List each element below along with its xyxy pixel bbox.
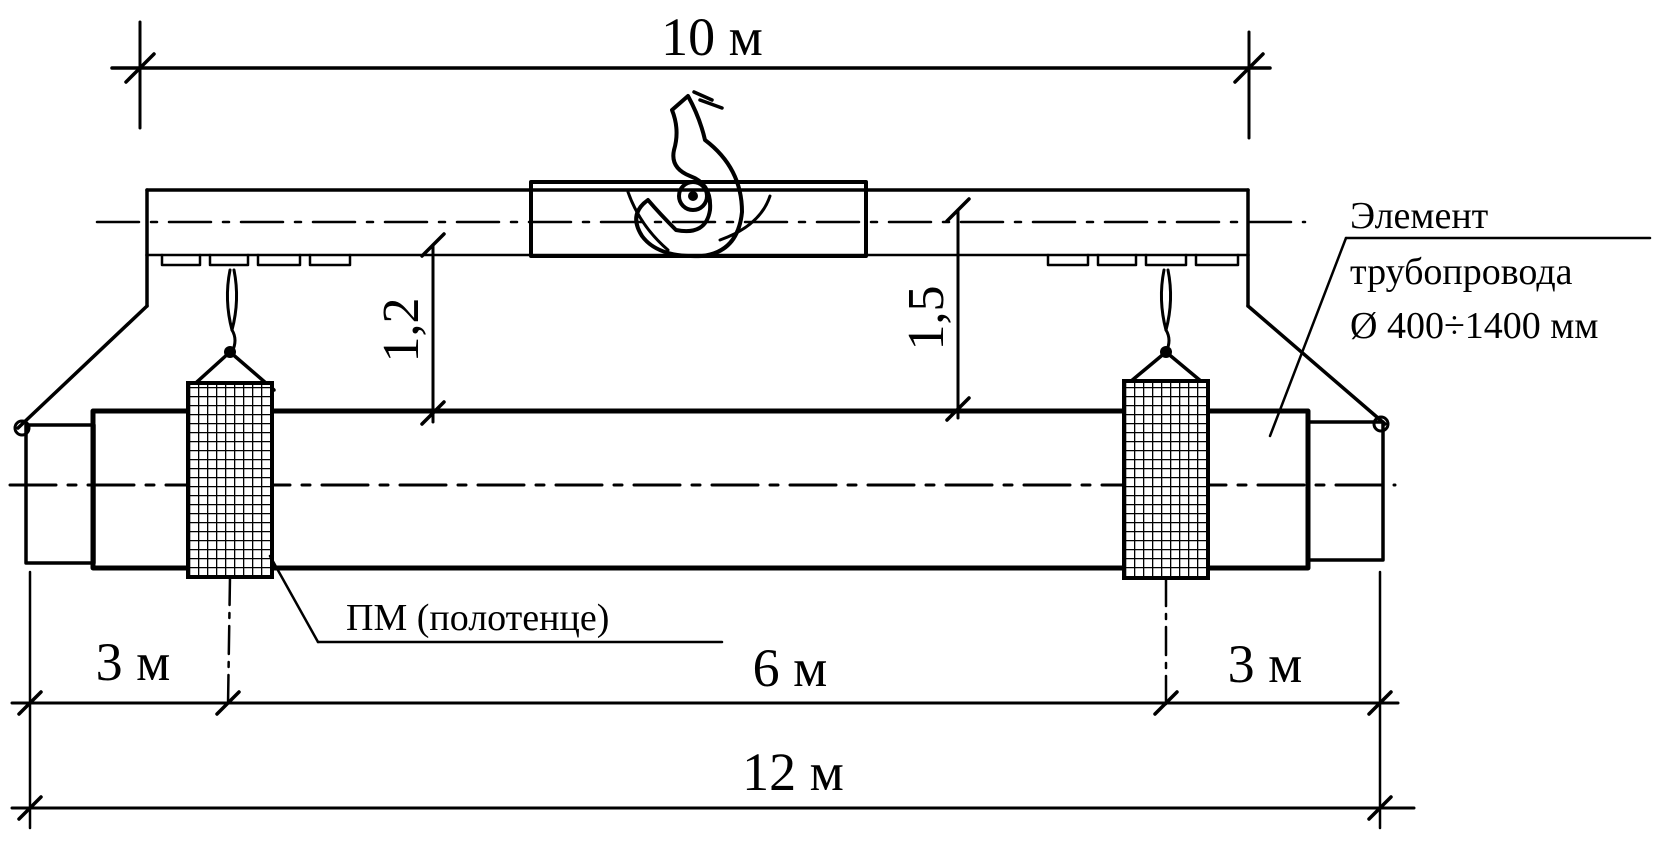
top-span-label: 10 м (661, 7, 763, 67)
crane-hook-icon (626, 90, 772, 259)
height-left-label: 1,2 (373, 298, 430, 363)
left-span-label: 3 м (96, 632, 171, 692)
right-sling (1122, 268, 1210, 707)
top-dimension (110, 20, 1272, 140)
left-brace (16, 253, 149, 430)
right-span-label: 3 м (1228, 634, 1303, 694)
total-span-label: 12 м (742, 742, 844, 802)
traverse-beam (95, 180, 1307, 267)
height-dimension-left (420, 232, 446, 426)
height-right-label: 1,5 (898, 286, 955, 351)
element-label-line1: Элемент (1350, 195, 1489, 237)
element-label-line3: Ø 400÷1400 мм (1350, 305, 1598, 347)
right-brace (1246, 253, 1387, 426)
sling-leader (268, 554, 724, 644)
middle-span-label: 6 м (753, 638, 828, 698)
height-dimension-right (945, 197, 971, 422)
left-sling (186, 268, 276, 707)
element-label-line2: трубопровода (1350, 251, 1573, 293)
bottom-dimensions (10, 570, 1416, 830)
element-leader (1268, 236, 1652, 438)
sling-label: ПМ (полотенце) (346, 597, 609, 639)
